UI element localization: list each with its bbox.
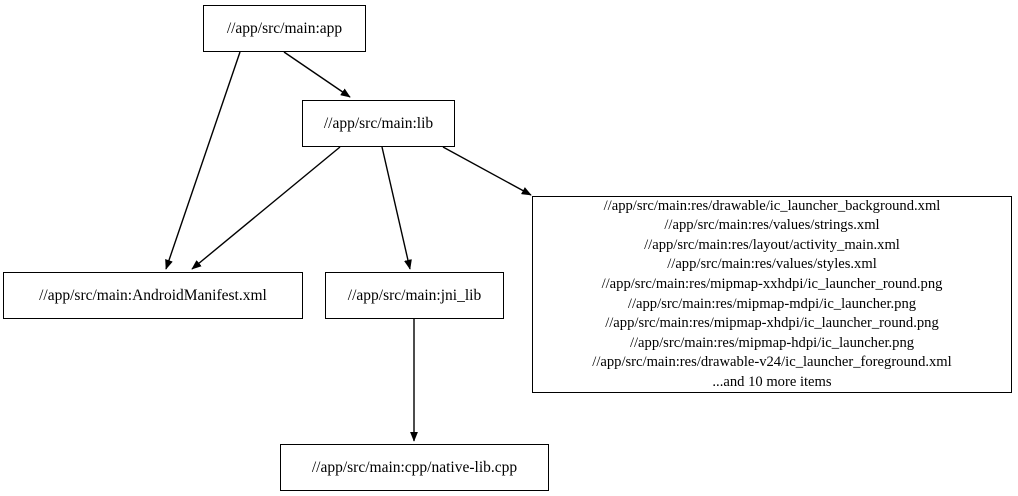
- node-res-files[interactable]: //app/src/main:res/drawable/ic_launcher_…: [532, 196, 1012, 393]
- node-jni-lib-label: //app/src/main:jni_lib: [347, 286, 482, 304]
- node-jni-lib[interactable]: //app/src/main:jni_lib: [325, 272, 504, 319]
- node-app-label: //app/src/main:app: [226, 19, 343, 37]
- node-res-files-label: //app/src/main:res/drawable/ic_launcher_…: [592, 197, 952, 390]
- edge-app-to-lib: [283, 51, 351, 98]
- edge-lib-to-jni-lib: [381, 146, 412, 270]
- node-lib-label: //app/src/main:lib: [323, 114, 434, 132]
- node-android-manifest-label: //app/src/main:AndroidManifest.xml: [39, 286, 267, 304]
- node-native-lib-cpp-label: //app/src/main:cpp/native-lib.cpp: [311, 458, 518, 476]
- edge-app-to-manifest: [165, 51, 241, 270]
- edge-lib-to-manifest: [191, 146, 341, 270]
- node-app[interactable]: //app/src/main:app: [203, 5, 366, 52]
- node-android-manifest[interactable]: //app/src/main:AndroidManifest.xml: [3, 272, 303, 319]
- edge-lib-to-res: [442, 146, 532, 196]
- node-native-lib-cpp[interactable]: //app/src/main:cpp/native-lib.cpp: [280, 444, 549, 491]
- node-lib[interactable]: //app/src/main:lib: [302, 100, 455, 147]
